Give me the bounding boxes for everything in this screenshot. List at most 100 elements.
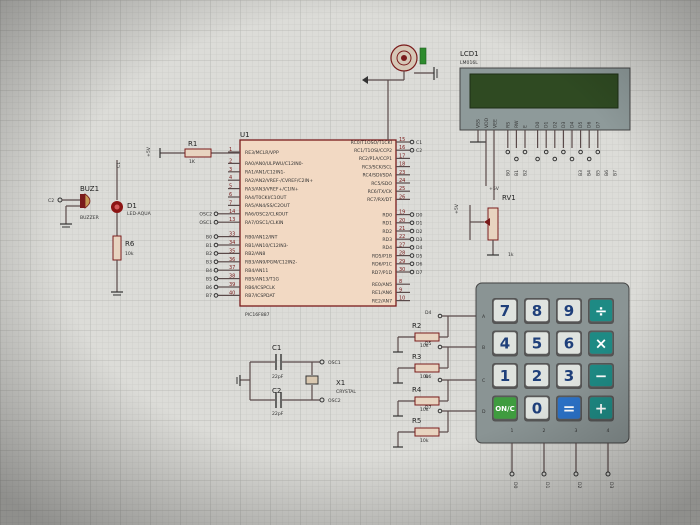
chip-pin-number: 28 bbox=[399, 251, 405, 257]
net-label: B1 bbox=[206, 243, 212, 249]
chip-pin-name: RC4/SDI/SDA bbox=[362, 173, 392, 179]
keypad-col-label: 2 bbox=[543, 428, 546, 434]
lcd-pin-name: D3 bbox=[561, 121, 567, 128]
keypad-key[interactable]: 7 bbox=[492, 298, 518, 324]
chip-pin-number: 2 bbox=[229, 158, 232, 164]
net-label: D4 bbox=[416, 245, 423, 251]
net-label: B2 bbox=[206, 251, 212, 257]
lcd-ref: LCD1 bbox=[460, 50, 479, 58]
lcd-pin-name: VSS bbox=[476, 119, 482, 128]
chip-ref: U1 bbox=[240, 131, 250, 139]
chip-pin-name: RA1/AN1/C12IN1- bbox=[245, 170, 285, 176]
led-supply-net: C1 bbox=[116, 162, 122, 168]
keypad-key[interactable]: 2 bbox=[524, 363, 550, 389]
chip-pin-number: 36 bbox=[229, 257, 235, 263]
chip-pin-number: 8 bbox=[399, 279, 402, 285]
lcd-pin-name: D1 bbox=[544, 121, 550, 128]
chip-pin-number: 18 bbox=[399, 162, 405, 168]
chip-pin-name: RC3/SCK/SCL bbox=[362, 164, 392, 170]
net-label: B5 bbox=[206, 276, 212, 282]
chip-pin-name: RA4/T0CKI/C1OUT bbox=[245, 195, 287, 201]
chip-pin-name: RE0/AN5 bbox=[372, 282, 392, 288]
net-label: C2 bbox=[416, 148, 422, 154]
lcd-pin-name: D7 bbox=[595, 121, 601, 128]
chip-pin-number: 24 bbox=[399, 178, 405, 184]
chip-pin-number: 1 bbox=[229, 147, 232, 153]
net-label: D1 bbox=[416, 221, 423, 227]
key-label: 7 bbox=[500, 302, 510, 320]
keypad-col-label: 4 bbox=[607, 428, 610, 434]
microcontroller[interactable]: U1 PIC16F887 1RE3/MCLR/VPP2RA0/AN0/ULPWU… bbox=[228, 131, 410, 318]
chip-pin-number: 20 bbox=[399, 218, 405, 224]
keypad-key[interactable]: + bbox=[588, 395, 614, 422]
chip-name: PIC16F887 bbox=[245, 312, 270, 318]
keypad-key[interactable]: ÷ bbox=[588, 298, 614, 324]
key-label: × bbox=[595, 335, 608, 353]
keypad-key[interactable]: × bbox=[588, 330, 614, 357]
key-label: 4 bbox=[500, 335, 510, 353]
chip-pin-number: 16 bbox=[399, 145, 405, 151]
chip-pin-name: RD5/P1B bbox=[372, 253, 392, 259]
lcd-pin-name: RS bbox=[505, 122, 511, 128]
chip-pin-name: RB4/AN11 bbox=[245, 268, 268, 274]
chip-pin-name: RC5/SDO bbox=[371, 181, 392, 187]
keypad-key[interactable]: 6 bbox=[556, 330, 582, 357]
chip-pin-name: RB0/AN12/INT bbox=[245, 234, 278, 240]
keypad-col-net: D3 bbox=[608, 482, 614, 489]
chip-pin-number: 26 bbox=[399, 194, 405, 200]
keypad-key[interactable]: = bbox=[556, 395, 582, 422]
keypad-col-net: D0 bbox=[512, 482, 518, 489]
keypad-key[interactable]: − bbox=[588, 363, 614, 389]
keypad-key[interactable]: 1 bbox=[492, 363, 518, 389]
chip-pin-number: 23 bbox=[399, 170, 405, 176]
chip-pin-number: 35 bbox=[229, 248, 235, 254]
resistor-ref: R5 bbox=[412, 417, 421, 425]
keypad-key[interactable]: 5 bbox=[524, 330, 550, 357]
keypad-key[interactable]: 3 bbox=[556, 363, 582, 389]
keypad-row-label: B bbox=[482, 345, 485, 351]
chip-pin-number: 19 bbox=[399, 210, 405, 216]
x1-name: CRYSTAL bbox=[336, 389, 356, 395]
keypad-col-label: 3 bbox=[575, 428, 578, 434]
osc-net-2: OSC2 bbox=[328, 398, 341, 404]
chip-pin-name: RB7/ICSPDAT bbox=[245, 293, 275, 299]
chip-pin-number: 21 bbox=[399, 226, 405, 232]
key-label: 5 bbox=[532, 335, 542, 353]
net-label: D4 bbox=[425, 310, 432, 316]
c1-value: 22pF bbox=[272, 374, 284, 380]
key-label: 3 bbox=[564, 367, 574, 385]
chip-pin-name: RD3 bbox=[382, 237, 392, 243]
lcd-pin-name: D4 bbox=[570, 121, 576, 128]
keypad-col-net: D1 bbox=[544, 482, 550, 489]
key-label: 9 bbox=[564, 302, 574, 320]
keypad-key[interactable]: 8 bbox=[524, 298, 550, 324]
r6-value: 10k bbox=[125, 251, 134, 257]
chip-pin-number: 9 bbox=[399, 287, 402, 293]
resistor-ref: R4 bbox=[412, 386, 422, 394]
key-label: 6 bbox=[564, 335, 574, 353]
lcd-net-label: B0 bbox=[505, 170, 511, 176]
chip-pin-number: 34 bbox=[229, 240, 235, 246]
keypad-key[interactable]: 9 bbox=[556, 298, 582, 324]
key-label: 2 bbox=[532, 367, 542, 385]
resistor-ref: R2 bbox=[412, 322, 421, 330]
chip-pin-name: RC7/RX/DT bbox=[367, 197, 392, 203]
lcd-net-label: B5 bbox=[595, 170, 601, 176]
key-label: 0 bbox=[532, 400, 542, 418]
c2-value: 22pF bbox=[272, 411, 284, 417]
resistor-ref: R3 bbox=[412, 353, 421, 361]
chip-pin-name: RC1/T1OSI/CCP2 bbox=[354, 148, 392, 154]
chip-pin-number: 5 bbox=[229, 184, 232, 190]
lcd-pin-name: RW bbox=[514, 120, 520, 128]
lcd-net-label: B2 bbox=[523, 170, 529, 176]
keypad-key[interactable]: ON/C bbox=[492, 395, 518, 422]
rv1-ref: RV1 bbox=[502, 194, 516, 202]
chip-pin-name: RA6/OSC2/CLKOUT bbox=[245, 212, 288, 218]
keypad-row-label: C bbox=[482, 378, 485, 384]
keypad-key[interactable]: 0 bbox=[524, 395, 550, 422]
chip-pin-number: 4 bbox=[229, 175, 232, 181]
chip-pin-number: 40 bbox=[229, 290, 235, 296]
keypad-key[interactable]: 4 bbox=[492, 330, 518, 357]
chip-pin-name: RB3/AN9/PGM/C12IN2- bbox=[245, 260, 297, 266]
lcd-net-label: B1 bbox=[514, 170, 520, 176]
